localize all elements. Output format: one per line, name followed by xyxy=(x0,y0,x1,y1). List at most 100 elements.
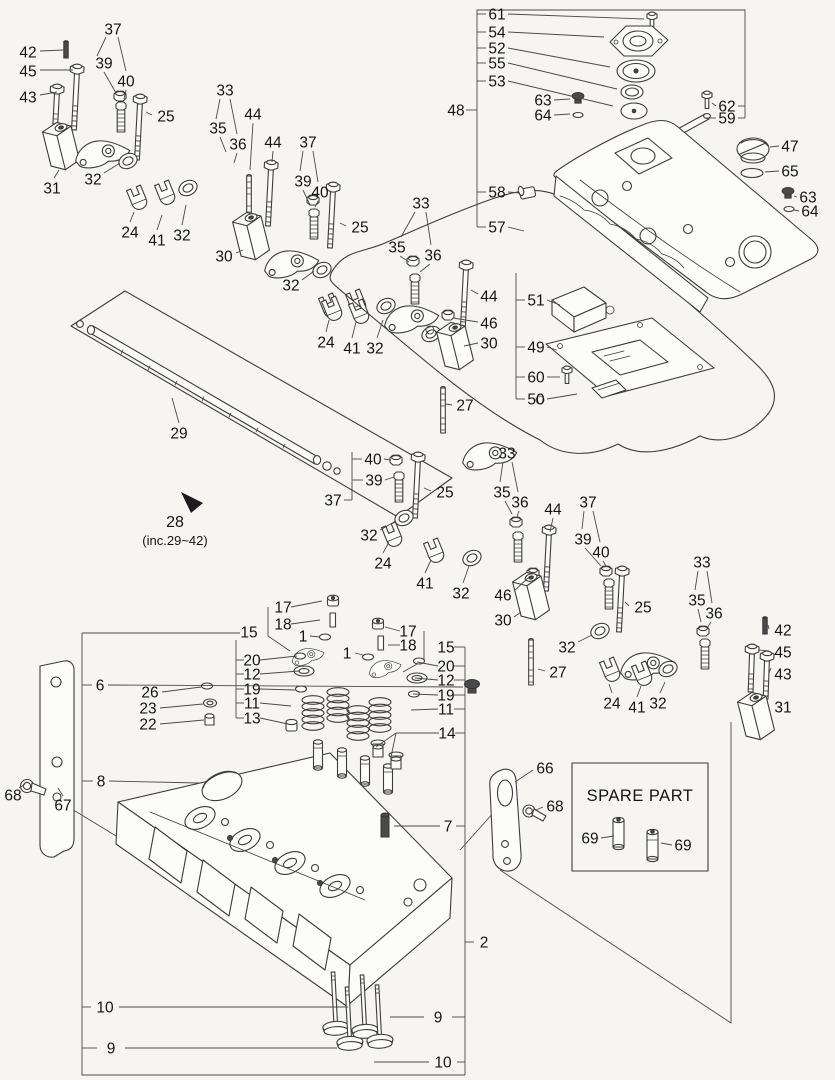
valve-train-parts xyxy=(200,594,480,838)
leader-line-25 xyxy=(145,111,153,116)
leader-line-25 xyxy=(624,601,630,607)
callout-53: 53 xyxy=(488,74,505,91)
callout-12: 12 xyxy=(243,667,260,684)
callout-50: 50 xyxy=(527,392,545,409)
callout-32: 32 xyxy=(558,640,575,657)
leader-line-29 xyxy=(171,397,180,424)
callout-33: 33 xyxy=(498,446,515,463)
leader-line-27 xyxy=(537,668,546,672)
callout-37: 37 xyxy=(104,22,121,39)
callout-15: 15 xyxy=(240,625,257,642)
callout-brackets xyxy=(56,9,746,1076)
leader-line-49 xyxy=(546,346,558,351)
callout-58: 58 xyxy=(488,185,505,202)
leader-line-55 xyxy=(507,62,618,90)
callout-26: 26 xyxy=(141,685,158,702)
callout-32: 32 xyxy=(173,228,190,245)
assembly-note: 28 (inc.29~42) xyxy=(142,514,207,548)
lift-hanger-66 xyxy=(489,768,522,872)
leader-line-35 xyxy=(504,500,513,515)
leader-line-45 xyxy=(758,649,770,652)
callout-45: 45 xyxy=(774,645,791,662)
leader-line-22 xyxy=(159,719,205,725)
leader-line-30 xyxy=(463,342,479,347)
callout-35: 35 xyxy=(388,240,405,257)
callout-49: 49 xyxy=(527,340,544,357)
callout-24: 24 xyxy=(317,335,335,352)
leader-line-14 xyxy=(375,732,397,748)
leader-line-69 xyxy=(600,835,615,839)
leader-line-1 xyxy=(309,635,321,638)
callout-69: 69 xyxy=(674,838,691,855)
callout-31: 31 xyxy=(774,700,791,717)
valve-cover-assembly xyxy=(517,11,819,399)
bolt-68-right xyxy=(522,804,547,822)
callout-47: 47 xyxy=(781,139,798,156)
leader-line-32 xyxy=(301,270,315,281)
leader-line-40 xyxy=(383,458,392,461)
leader-line-35 xyxy=(399,255,410,263)
callout-48: 48 xyxy=(447,103,464,120)
leader-line-36 xyxy=(419,263,431,273)
bolt-68-left xyxy=(19,778,47,796)
leader-line-32 xyxy=(181,204,187,226)
callout-24: 24 xyxy=(374,556,392,573)
callout-46: 46 xyxy=(480,316,497,333)
callout-40: 40 xyxy=(592,545,610,562)
leader-line-67 xyxy=(57,787,64,797)
leader-line-61 xyxy=(507,13,645,20)
callout-68: 68 xyxy=(546,799,563,816)
leader-line-52 xyxy=(507,47,611,68)
leader-line-39 xyxy=(384,476,395,481)
callout-17: 17 xyxy=(399,624,416,641)
callout-10: 10 xyxy=(434,1055,452,1072)
callout-32: 32 xyxy=(649,696,666,713)
callout-30: 30 xyxy=(215,249,233,266)
leader-line-19 xyxy=(412,693,439,696)
callout-32: 32 xyxy=(360,528,377,545)
leader-line-31 xyxy=(768,707,771,713)
callout-42: 42 xyxy=(19,45,36,62)
leader-line-39 xyxy=(103,71,117,94)
leader-line-64 xyxy=(793,209,800,212)
callout-42: 42 xyxy=(774,623,791,640)
leader-line-42 xyxy=(767,624,770,630)
callout-69: 69 xyxy=(581,831,598,848)
leader-line-44 xyxy=(549,517,554,533)
callout-36: 36 xyxy=(229,137,246,154)
leader-line-27 xyxy=(445,403,453,406)
leader-line-46 xyxy=(513,577,529,592)
callout-45: 45 xyxy=(19,64,36,81)
callout-25: 25 xyxy=(634,600,651,617)
leader-line-39 xyxy=(302,189,311,206)
callout-32: 32 xyxy=(452,586,469,603)
leader-line-43 xyxy=(768,667,772,674)
leader-line-50 xyxy=(546,393,578,400)
callout-27: 27 xyxy=(456,398,473,415)
leader-line-62 xyxy=(711,102,717,107)
callout-55: 55 xyxy=(488,56,505,73)
callout-25: 25 xyxy=(436,485,453,502)
callout-35: 35 xyxy=(688,593,705,610)
leader-line-68 xyxy=(535,806,544,811)
leader-line-18 xyxy=(290,619,321,625)
callout-41: 41 xyxy=(148,233,165,250)
leader-line-26 xyxy=(161,686,202,693)
callout-23: 23 xyxy=(139,701,156,718)
leader-line-17 xyxy=(384,626,401,632)
diaphragm-52 xyxy=(616,59,656,83)
leader-line-53 xyxy=(507,80,614,107)
spacer-22 xyxy=(204,713,215,726)
leader-line-65 xyxy=(764,170,780,173)
seal-23 xyxy=(202,698,218,708)
assembly-arrow-28 xyxy=(181,492,203,513)
clip-50 xyxy=(591,379,627,399)
leader-line-43 xyxy=(39,91,58,96)
filler-plate-54 xyxy=(609,25,669,57)
callout-18: 18 xyxy=(274,617,291,634)
leader-line-1 xyxy=(354,652,364,656)
callout-20: 20 xyxy=(437,659,455,676)
callout-36: 36 xyxy=(424,248,441,265)
